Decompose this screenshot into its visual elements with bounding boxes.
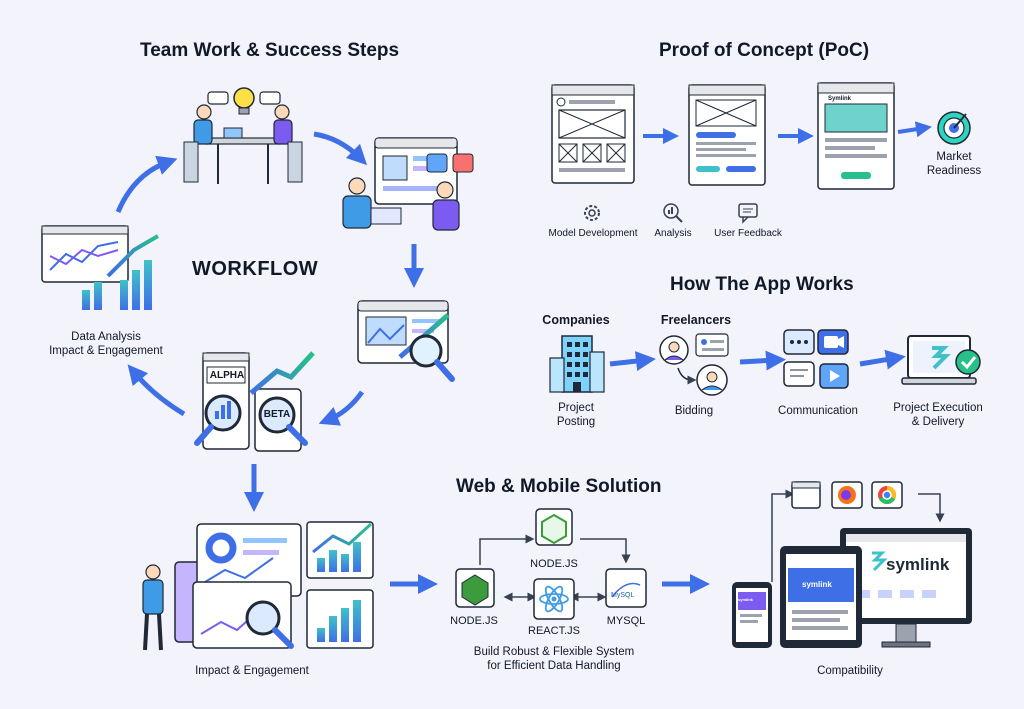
- wireframe-sketch: [551, 84, 635, 184]
- freelancers-label: Freelancers: [660, 313, 732, 327]
- flow-arrow: [859, 349, 906, 370]
- prototype-brand: Symlink: [828, 96, 852, 102]
- search-analytics-illustration: [357, 300, 455, 382]
- app-prototype: [817, 82, 895, 190]
- devices-illustration: [732, 481, 972, 648]
- nodejs-left-label: NODE.JS: [450, 615, 498, 627]
- tech-stack-diagram: [455, 508, 647, 620]
- flow-arrow: [313, 131, 368, 166]
- user-feedback-label: User Feedback: [714, 228, 782, 239]
- lightbulb-icon: [233, 87, 255, 109]
- building-icon: [549, 335, 605, 393]
- flow-arrow: [404, 244, 424, 288]
- gear-icon: [584, 205, 600, 221]
- profile-card-icon: [695, 333, 729, 357]
- data-analysis-illustration: [41, 225, 160, 310]
- nodejs-top-label: NODE.JS: [530, 558, 578, 570]
- laptop-delivery-icon: [901, 335, 981, 385]
- compatibility-label: Compatibility: [817, 665, 883, 677]
- message-icon: [783, 361, 815, 387]
- flow-arrow: [739, 350, 786, 371]
- check-icon: [955, 349, 981, 375]
- team-work-title: Team Work & Success Steps: [140, 40, 400, 61]
- team-meeting-illustration: [183, 87, 303, 184]
- nodejs-icon: [541, 513, 567, 545]
- alpha-label: ALPHA: [209, 370, 245, 381]
- flow-arrow: [390, 574, 438, 594]
- flow-arrow: [778, 128, 814, 144]
- market-readiness-label: Market Readiness: [926, 151, 982, 177]
- speech-bubble-icon: [259, 91, 281, 105]
- tech-stack-description: Build Robust & Flexible System for Effic…: [473, 646, 635, 672]
- impact-engagement-illustration: [142, 521, 374, 651]
- project-posting-label: Project Posting: [556, 402, 596, 428]
- flow-arrow: [318, 390, 365, 426]
- companies-label: Companies: [542, 313, 610, 327]
- workflow-label: WORKFLOW: [192, 258, 319, 280]
- magnifier-icon: [409, 334, 443, 368]
- thumbs-down-icon: [452, 153, 474, 173]
- web-mobile-title: Web & Mobile Solution: [456, 476, 662, 497]
- flow-arrow: [897, 121, 932, 138]
- thumbs-up-icon: [426, 153, 448, 173]
- model-development-label: Model Development: [548, 228, 638, 239]
- flow-arrow: [115, 155, 178, 213]
- poc-title: Proof of Concept (PoC): [659, 40, 870, 61]
- impact-label: Impact & Engagement: [195, 665, 309, 677]
- communication-icon: [783, 329, 849, 389]
- app-works-title: How The App Works: [670, 274, 854, 295]
- analysis-icon: [663, 203, 683, 223]
- desktop-brand: symlink: [886, 555, 950, 574]
- freelancers-icon: [659, 333, 729, 396]
- flow-arrow: [662, 574, 710, 594]
- alpha-beta-illustration: [194, 351, 315, 452]
- project-execution-label: Project Execution & Delivery: [893, 402, 983, 428]
- flow-arrow: [643, 128, 679, 144]
- mysql-logo-text: MySQL: [611, 592, 635, 599]
- magnifier-icon: [258, 396, 296, 434]
- wireframe-design: [688, 84, 766, 186]
- speech-bubble-icon: [207, 91, 229, 105]
- tablet-brand: symlink: [802, 580, 832, 589]
- reactjs-label: REACT.JS: [528, 625, 580, 637]
- data-analysis-label: Data Analysis Impact & Engagement: [49, 331, 163, 357]
- react-icon: [539, 585, 569, 613]
- flow-arrow: [609, 351, 656, 372]
- mysql-label: MYSQL: [606, 615, 646, 627]
- chat-icon: [738, 203, 758, 224]
- analysis-label: Analysis: [654, 228, 692, 239]
- beta-label: BETA: [263, 409, 291, 420]
- feedback-illustration: [342, 137, 474, 231]
- flow-arrow: [244, 464, 264, 512]
- mysql-icon: [611, 582, 641, 598]
- communication-label: Communication: [778, 405, 858, 417]
- target-icon: [937, 111, 971, 145]
- nodejs-icon: [461, 574, 489, 606]
- magnifier-icon: [245, 600, 281, 636]
- mobile-brand: symlink: [738, 597, 753, 602]
- flow-arrow: [127, 364, 186, 417]
- bidding-label: Bidding: [674, 405, 714, 417]
